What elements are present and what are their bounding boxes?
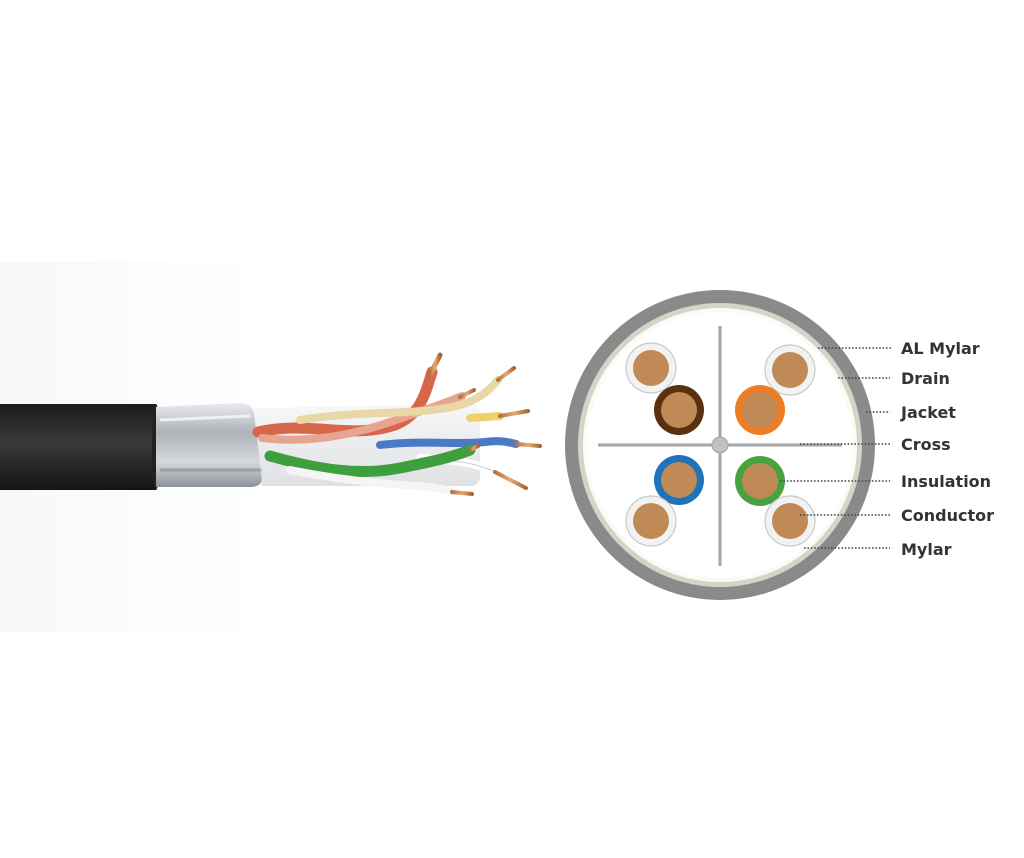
white-brown-conductor-core (633, 350, 669, 386)
cable-cross-section (565, 290, 875, 600)
copper-tip (458, 388, 476, 399)
copper-tip (493, 470, 528, 490)
copper-tip (498, 409, 530, 418)
white-blue-conductor-core (633, 503, 669, 539)
blue-pair-wire (376, 437, 520, 449)
label-jacket: Jacket (900, 403, 956, 422)
conductor-group (625, 342, 816, 547)
callouts: AL Mylar Drain Jacket Cross Insulation C… (780, 339, 994, 559)
white-green-conductor-core (772, 503, 808, 539)
brown-pair-wire (296, 376, 502, 424)
label-conductor: Conductor (901, 506, 994, 525)
green-conductor-core (742, 463, 778, 499)
cable-jacket (0, 404, 156, 490)
label-al-mylar: AL Mylar (901, 339, 980, 358)
cross-center (711, 436, 729, 454)
label-mylar: Mylar (901, 540, 952, 559)
yellow-wire (466, 412, 504, 422)
copper-tip (427, 352, 443, 378)
green-white-wire (286, 466, 456, 496)
cable-side-view (0, 352, 542, 496)
brown-conductor-core (661, 392, 697, 428)
copper-tip (496, 366, 516, 382)
copper-tip (450, 490, 474, 496)
green-pair-wire (264, 444, 476, 478)
copper-tip (468, 444, 480, 452)
blue-conductor-core (661, 462, 697, 498)
foil-shield (156, 403, 262, 487)
orange-conductor-core (742, 392, 778, 428)
label-cross: Cross (901, 435, 951, 454)
label-drain: Drain (901, 369, 950, 388)
copper-tip (514, 442, 542, 448)
orange-pair-wire-2 (258, 392, 466, 444)
white-orange-conductor-core (772, 352, 808, 388)
label-insulation: Insulation (901, 472, 991, 491)
foil-highlight (159, 414, 251, 422)
